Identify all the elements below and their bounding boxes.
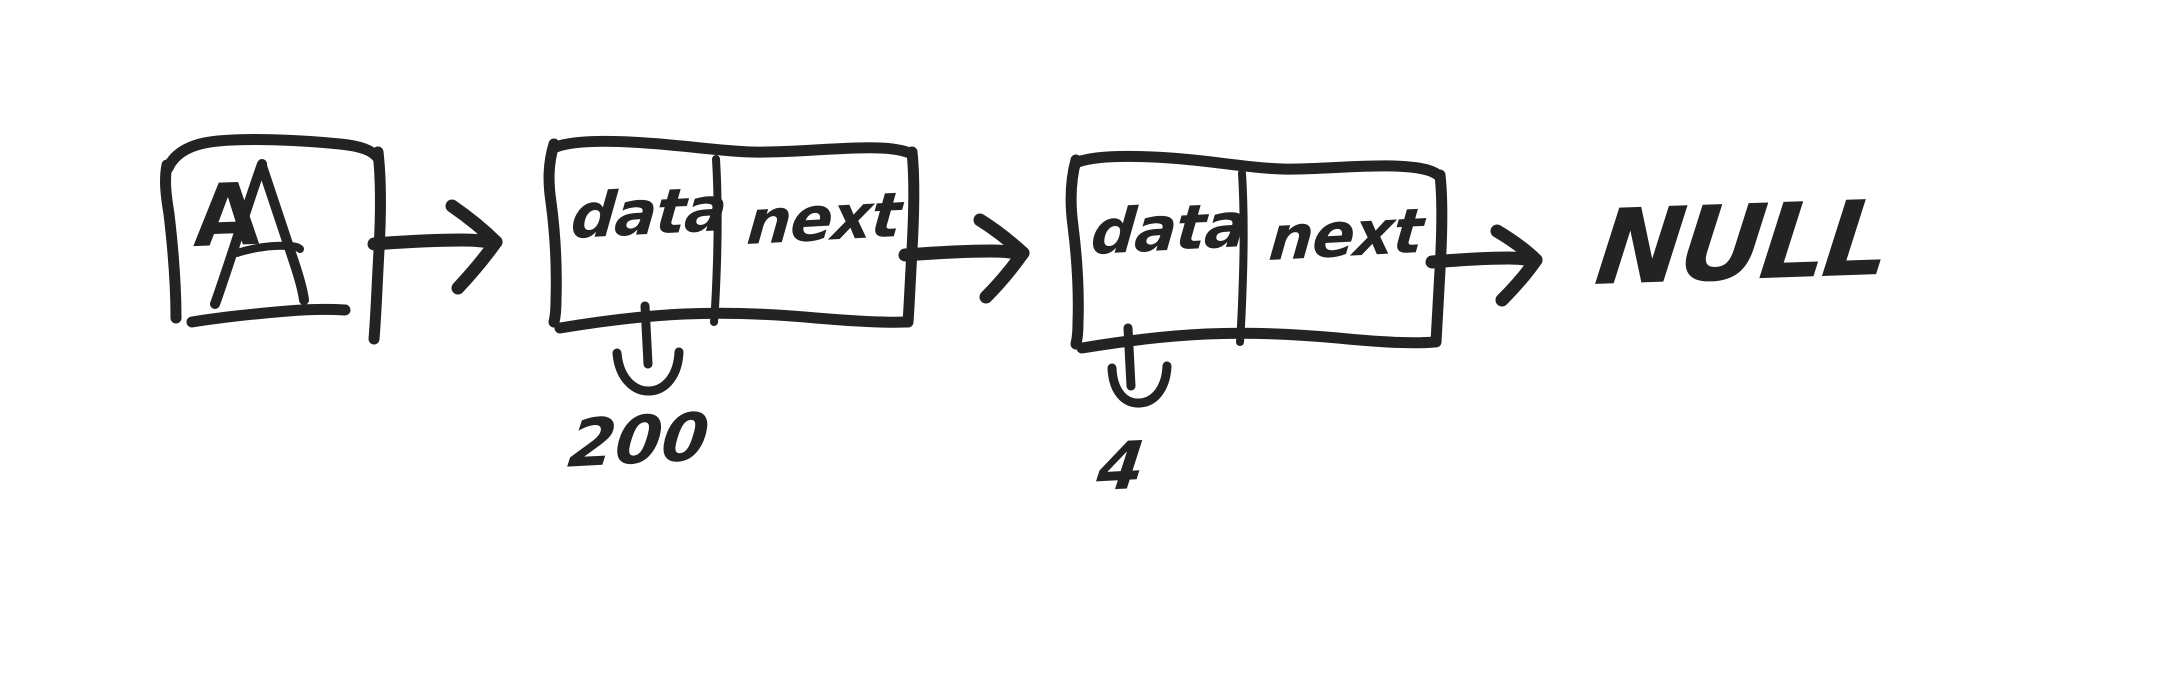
head-label-A: A xyxy=(192,164,264,268)
node-1-top-edge xyxy=(550,135,918,160)
node-1-box xyxy=(543,135,920,334)
node-2-data-label: data xyxy=(1088,188,1250,269)
head-box-bottom-edge xyxy=(186,303,351,328)
node-2-cell-divider xyxy=(1236,169,1248,346)
node-2-right-edge xyxy=(1430,169,1448,348)
value-pointer-node-2 xyxy=(1107,323,1172,408)
head-box-top-edge xyxy=(162,134,384,174)
node-2-top-edge xyxy=(1072,150,1446,183)
node-1-data-label: data xyxy=(568,172,730,253)
node-1-cell-divider xyxy=(710,155,722,326)
null-terminator-label: NULL xyxy=(1589,177,1895,309)
head-box-left-edge xyxy=(160,159,182,324)
node-2-bottom-edge xyxy=(1076,327,1440,354)
node-1-right-edge xyxy=(902,146,920,328)
value-pointer-node-1 xyxy=(612,301,684,396)
node-1-next-label: next xyxy=(744,178,904,259)
node-2-left-edge xyxy=(1065,154,1084,350)
node-1-data-value: 200 xyxy=(564,398,714,483)
node-2-next-label: next xyxy=(1266,194,1426,275)
arrow-head-to-node-1 xyxy=(367,199,503,295)
node-1-left-edge xyxy=(543,138,562,328)
node-1-bottom-edge xyxy=(554,307,912,334)
node-2-data-value: 4 xyxy=(1093,426,1149,507)
node-2-box xyxy=(1065,150,1448,354)
arrow-node-2-to-null xyxy=(1425,224,1543,307)
arrow-node-1-to-node-2 xyxy=(898,213,1030,304)
head-label-A-glyph xyxy=(210,159,309,309)
